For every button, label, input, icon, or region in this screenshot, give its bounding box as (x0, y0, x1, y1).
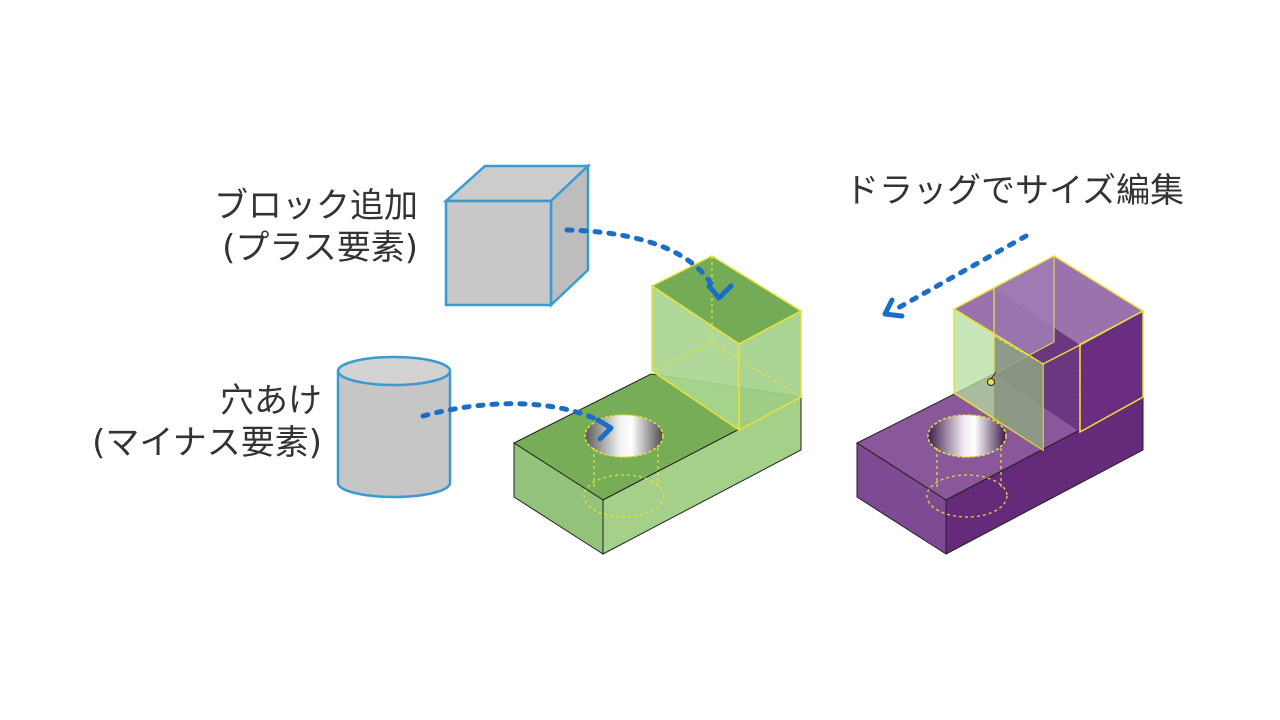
purple-model (855, 255, 1145, 555)
hole-label-line1: 穴あけ (220, 381, 322, 421)
cylinder-primitive (336, 355, 452, 499)
block-add-arrow (564, 227, 734, 301)
cylinder-top (336, 355, 452, 387)
purple-block-edges (993, 288, 1081, 432)
drag-edit-label: ドラッグでサイズ編集 (845, 171, 1184, 211)
green-base-side (602, 396, 802, 555)
green-block-hidden-edges (651, 256, 802, 398)
cylinder-body (336, 371, 452, 499)
green-model (512, 255, 803, 555)
purple-base-side (945, 396, 1144, 555)
cube-front-face (444, 199, 553, 307)
block-add-label: ブロック追加 (プラス要素) (214, 185, 418, 269)
hole-arrow (420, 401, 614, 442)
hole-label: 穴あけ (マイナス要素) (92, 380, 322, 464)
drag-arrow (882, 233, 1029, 319)
drag-highlight-face (953, 307, 1044, 452)
purple-block-side (1079, 309, 1144, 434)
block-add-label-line2: (プラス要素) (222, 228, 418, 268)
cube-primitive (442, 163, 592, 308)
block-add-label-line1: ブロック追加 (214, 186, 418, 226)
drag-handle-icon (987, 378, 995, 386)
hole-label-line2: (マイナス要素) (92, 423, 322, 463)
purple-hole (926, 414, 1008, 518)
purple-block-overlay (994, 336, 1043, 450)
